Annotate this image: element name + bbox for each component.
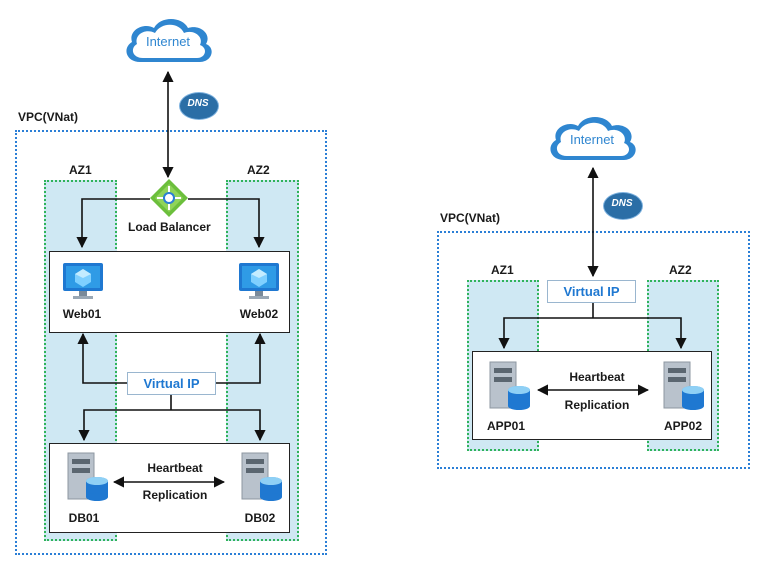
right-internet-cloud-icon [550, 117, 636, 160]
left-virtual-ip-box: Virtual IP [127, 372, 216, 395]
vip-to-web02-arrow [214, 332, 266, 384]
web01-monitor-icon [63, 263, 103, 299]
left-internet-cloud-icon [126, 19, 212, 62]
app02-label: APP02 [663, 419, 703, 433]
left-heartbeat-label: Heartbeat [147, 461, 203, 475]
app01-label: APP01 [486, 419, 526, 433]
left-replication-label: Replication [142, 488, 208, 502]
vip-to-db01-arrow [78, 409, 171, 442]
vip-to-web01-arrow [77, 332, 127, 384]
right-replication-label: Replication [564, 398, 630, 412]
vip-to-app01-arrow [498, 317, 593, 350]
web02-label: Web02 [239, 307, 279, 321]
left-vpc-label: VPC(VNat) [18, 110, 79, 124]
vip-to-db02-arrow [171, 409, 266, 442]
web01-label: Web01 [62, 307, 102, 321]
right-az1-label: AZ1 [491, 263, 514, 277]
left-dns-label: DNS [187, 98, 209, 109]
db01-label: DB01 [68, 511, 100, 525]
right-dns-label: DNS [611, 198, 633, 209]
left-internet-label: Internet [145, 34, 191, 49]
right-internet-label: Internet [569, 132, 615, 147]
lb-to-web02-arrow [188, 198, 265, 249]
app01-server-icon [489, 361, 530, 410]
load-balancer-icon [150, 179, 188, 217]
right-dns-icon [603, 192, 643, 220]
right-vpc-label: VPC(VNat) [440, 211, 501, 225]
left-az2-label: AZ2 [247, 163, 270, 177]
app02-server-icon [663, 361, 704, 410]
db02-label: DB02 [244, 511, 276, 525]
db02-server-icon [241, 452, 282, 501]
vip-to-app02-arrow [593, 317, 687, 350]
right-heartbeat-label: Heartbeat [569, 370, 625, 384]
left-az1-label: AZ1 [69, 163, 92, 177]
left-dns-icon [179, 92, 219, 120]
web02-monitor-icon [239, 263, 279, 299]
right-virtual-ip-box: Virtual IP [547, 280, 636, 303]
right-az2-label: AZ2 [669, 263, 692, 277]
db01-server-icon [67, 452, 108, 501]
lb-to-web01-arrow [76, 198, 150, 249]
load-balancer-label: Load Balancer [128, 220, 211, 234]
